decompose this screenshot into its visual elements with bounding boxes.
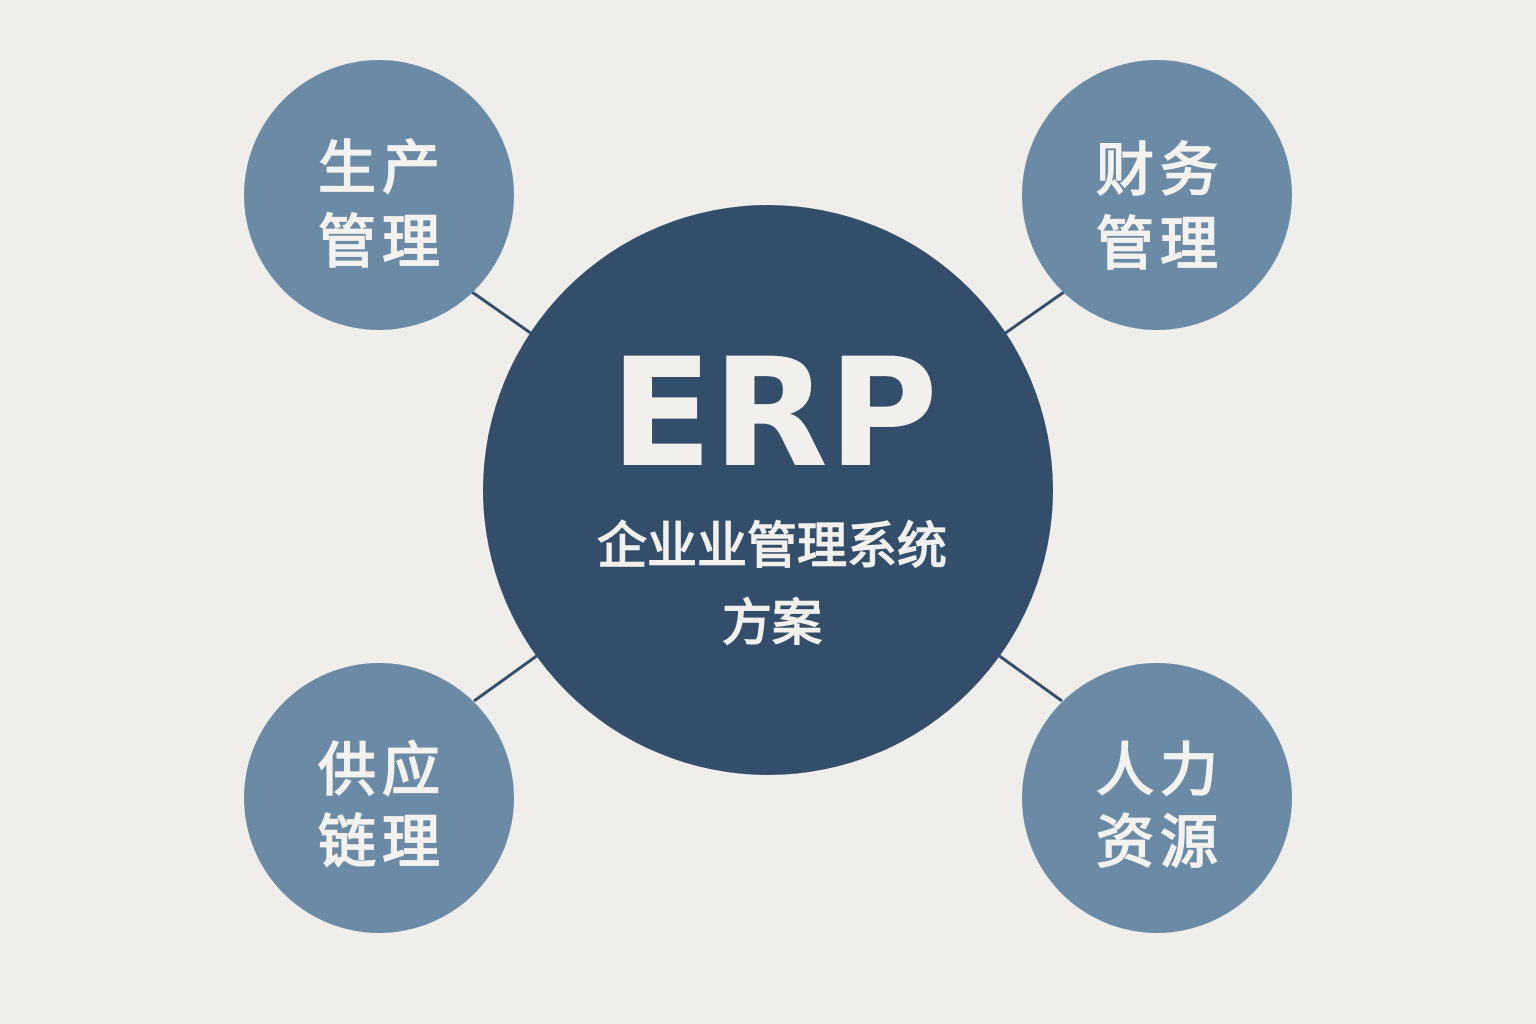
hub-title: ERP [610, 327, 938, 501]
node-circle [1022, 663, 1292, 933]
connector-finance [1003, 290, 1065, 336]
node-label-line2: 链理 [318, 808, 446, 876]
node-label-line2: 管理 [318, 208, 446, 276]
node-finance: 财务 管理 [1022, 60, 1292, 330]
connectors [471, 290, 1065, 703]
node-label-line1: 财务 [1096, 136, 1224, 204]
connector-supply-chain [473, 653, 539, 703]
node-circle [244, 60, 514, 330]
node-supply-chain: 供应 链理 [244, 663, 514, 933]
node-label-line1: 人力 [1096, 736, 1224, 804]
node-circle [244, 663, 514, 933]
hub-circle [483, 205, 1053, 775]
hub-subtitle-line1: 企业业管理系统 [597, 517, 947, 575]
hub-node: ERP 企业业管理系统 方案 [483, 205, 1053, 775]
node-label-line1: 生产 [318, 134, 446, 202]
node-label-line2: 资源 [1096, 808, 1224, 876]
node-circle [1022, 60, 1292, 330]
node-hr: 人力 资源 [1022, 663, 1292, 933]
hub-subtitle-line2: 方案 [722, 594, 823, 652]
node-label-line1: 供应 [317, 736, 446, 804]
connector-hr [997, 653, 1063, 703]
connector-production [471, 290, 533, 336]
node-label-line2: 管理 [1096, 210, 1224, 278]
node-production: 生产 管理 [244, 60, 514, 330]
